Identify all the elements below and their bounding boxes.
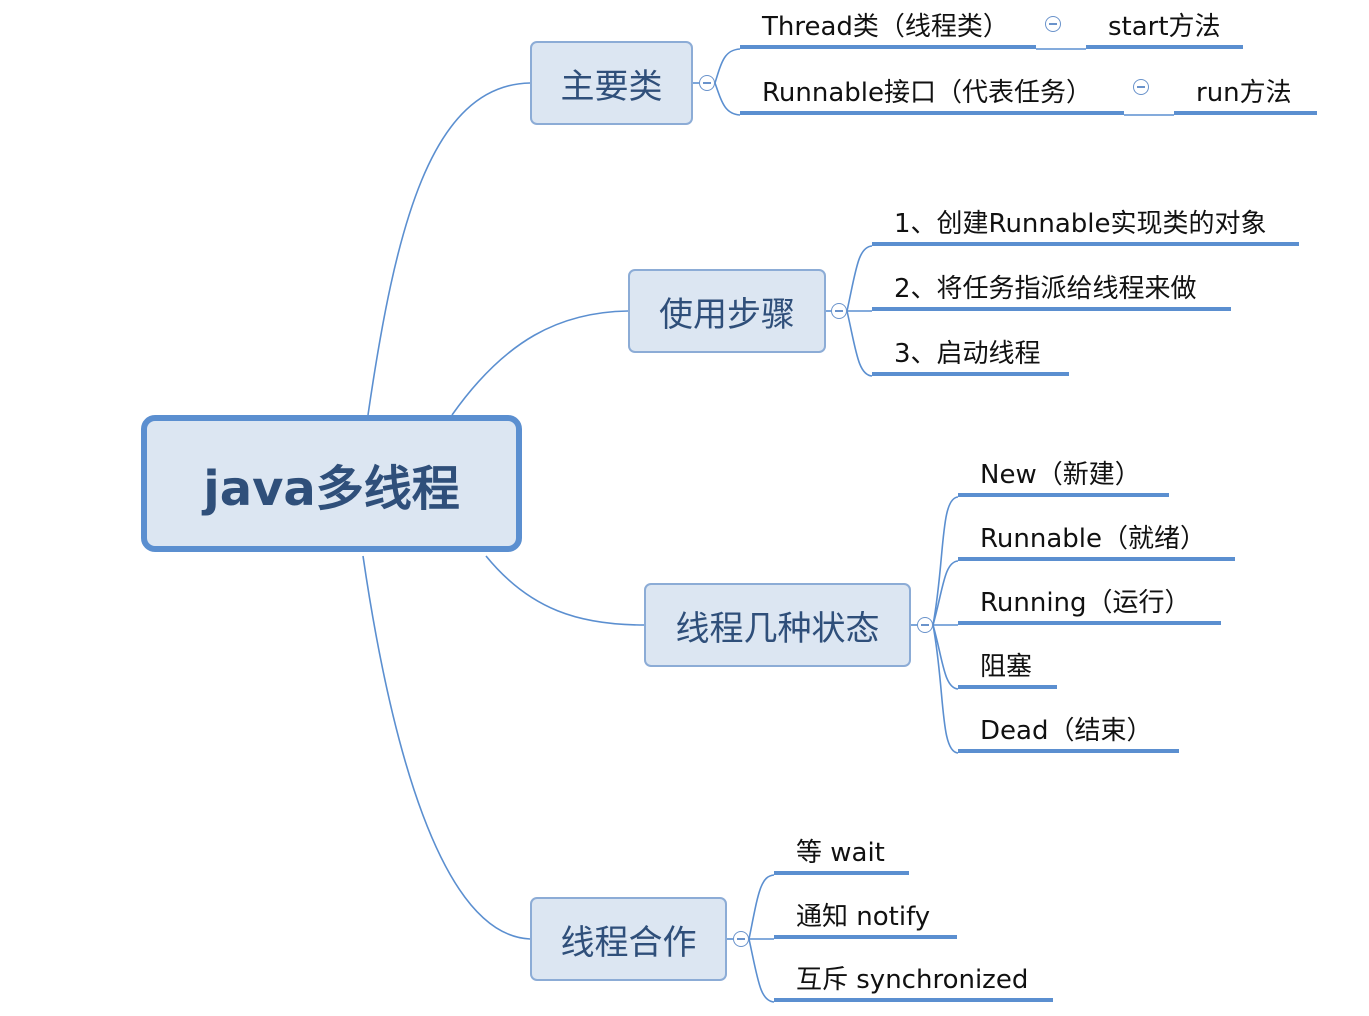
leaf-run-method[interactable]: run方法 bbox=[1174, 75, 1317, 115]
branch-thread-states[interactable]: 线程几种状态 bbox=[644, 583, 911, 667]
leaf-coop-wait-label: 等 wait bbox=[796, 838, 885, 868]
connector-root-thread-cooperation bbox=[362, 555, 531, 940]
leaf-state-dead[interactable]: Dead（结束） bbox=[958, 713, 1179, 753]
branch-thread-cooperation-label: 线程合作 bbox=[560, 922, 697, 963]
leaf-start-method[interactable]: start方法 bbox=[1086, 9, 1243, 49]
leaf-state-runnable[interactable]: Runnable（就绪） bbox=[958, 521, 1235, 561]
connector-thread-states-item-2 bbox=[932, 560, 959, 626]
leaf-state-dead-label: Dead（结束） bbox=[980, 716, 1153, 746]
collapse-runnable-interface-icon[interactable] bbox=[1133, 79, 1149, 95]
leaf-step-1[interactable]: 1、创建Runnable实现类的对象 bbox=[872, 206, 1299, 246]
branch-usage-steps-label: 使用步骤 bbox=[659, 294, 795, 335]
connector-main-classes-item-2 bbox=[714, 82, 741, 116]
leaf-step-2-label: 2、将任务指派给线程来做 bbox=[894, 274, 1197, 304]
leaf-state-running-label: Running（运行） bbox=[980, 588, 1191, 618]
branch-main-classes[interactable]: 主要类 bbox=[530, 41, 693, 125]
leaf-step-3[interactable]: 3、启动线程 bbox=[872, 336, 1069, 376]
leaf-coop-notify-label: 通知 notify bbox=[796, 902, 931, 932]
collapse-thread-states-icon[interactable] bbox=[917, 617, 933, 633]
collapse-thread-class-icon[interactable] bbox=[1045, 16, 1061, 32]
leaf-state-running[interactable]: Running（运行） bbox=[958, 585, 1221, 625]
leaf-coop-wait[interactable]: 等 wait bbox=[774, 835, 909, 875]
branch-usage-steps[interactable]: 使用步骤 bbox=[628, 269, 826, 353]
connector-usage-steps-item-3 bbox=[846, 310, 873, 377]
connector-thread-states-item-1 bbox=[932, 496, 959, 626]
leaf-coop-notify[interactable]: 通知 notify bbox=[774, 899, 957, 939]
leaf-state-new-label: New（新建） bbox=[980, 460, 1141, 490]
leaf-state-blocked-label: 阻塞 bbox=[980, 652, 1033, 682]
leaf-step-1-label: 1、创建Runnable实现类的对象 bbox=[894, 209, 1267, 239]
leaf-step-3-label: 3、启动线程 bbox=[894, 339, 1041, 369]
connector-usage-steps-item-1 bbox=[846, 245, 873, 312]
leaf-state-blocked[interactable]: 阻塞 bbox=[958, 649, 1057, 689]
leaf-start-method-label: start方法 bbox=[1108, 12, 1221, 42]
collapse-thread-cooperation-icon[interactable] bbox=[733, 931, 749, 947]
leaf-run-method-label: run方法 bbox=[1196, 78, 1292, 108]
collapse-main-classes-icon[interactable] bbox=[699, 75, 715, 91]
branch-thread-states-label: 线程几种状态 bbox=[675, 608, 880, 649]
collapse-usage-steps-icon[interactable] bbox=[831, 303, 847, 319]
connector-cooperation-item-3 bbox=[748, 938, 775, 1003]
root-topic-label: java多线程 bbox=[203, 460, 460, 517]
connector-root-main-classes bbox=[367, 82, 531, 416]
connector-main-classes-item-1 bbox=[714, 48, 741, 84]
leaf-thread-class[interactable]: Thread类（线程类） bbox=[740, 9, 1036, 49]
leaf-step-2[interactable]: 2、将任务指派给线程来做 bbox=[872, 271, 1231, 311]
leaf-state-runnable-label: Runnable（就绪） bbox=[980, 524, 1206, 554]
leaf-runnable-interface[interactable]: Runnable接口（代表任务） bbox=[740, 75, 1124, 115]
connector-thread-states-item-5 bbox=[932, 624, 959, 754]
leaf-coop-synchronized[interactable]: 互斥 synchronized bbox=[774, 962, 1053, 1002]
connector-thread-states-item-4 bbox=[932, 624, 959, 690]
leaf-state-new[interactable]: New（新建） bbox=[958, 457, 1169, 497]
leaf-coop-synchronized-label: 互斥 synchronized bbox=[796, 965, 1029, 995]
leaf-thread-class-label: Thread类（线程类） bbox=[762, 12, 1009, 42]
branch-main-classes-label: 主要类 bbox=[560, 66, 663, 107]
connector-root-usage-steps bbox=[451, 310, 629, 416]
leaf-runnable-interface-label: Runnable接口（代表任务） bbox=[762, 78, 1092, 108]
connector-root-thread-states bbox=[485, 555, 645, 626]
connector-cooperation-item-1 bbox=[748, 874, 775, 940]
branch-thread-cooperation[interactable]: 线程合作 bbox=[530, 897, 727, 981]
root-topic[interactable]: java多线程 bbox=[141, 415, 522, 552]
